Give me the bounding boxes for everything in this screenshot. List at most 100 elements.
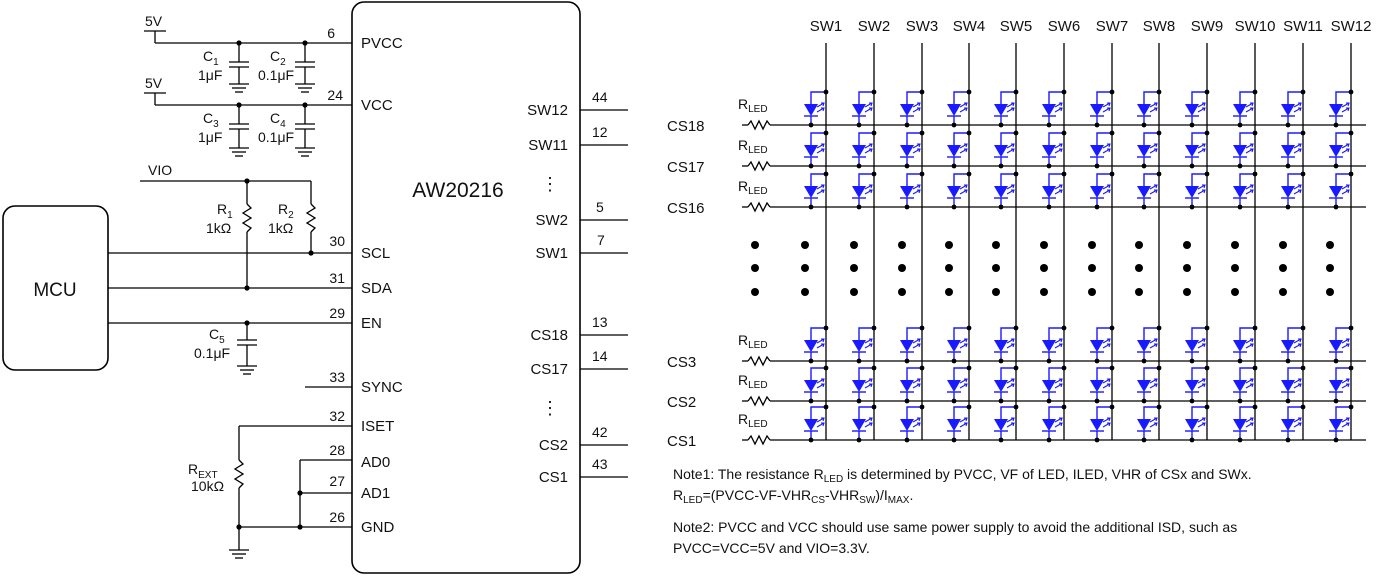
ellipsis-dot — [1135, 288, 1143, 296]
capacitor-c5 — [237, 320, 257, 375]
chip-name: AW20216 — [412, 179, 503, 202]
led-cs16-sw9 — [1185, 171, 1210, 210]
led-cs16-sw2 — [852, 171, 877, 210]
led-cs16-sw12 — [1329, 171, 1354, 210]
r1-ref: R1 — [217, 201, 233, 221]
ellipsis-dot — [945, 264, 953, 272]
led-cs18-sw1 — [804, 89, 829, 128]
mcu-label: MCU — [33, 280, 76, 301]
rled-resistor-cs17 — [747, 160, 771, 172]
pin-num-sw1: 7 — [597, 232, 605, 248]
cs-label-cs18: CS18 — [667, 118, 705, 135]
pin-name-sync: SYNC — [361, 379, 403, 396]
ellipsis-dot — [1326, 264, 1334, 272]
led-cs2-sw5 — [994, 365, 1019, 404]
r2-value: 1kΩ — [268, 220, 293, 236]
ellipsis-dot — [1279, 288, 1287, 296]
ellipsis-dot — [1183, 288, 1191, 296]
supply-vio: VIO — [148, 162, 172, 178]
ellipsis-cs: ⋮ — [541, 398, 559, 418]
left-pins: 6 PVCC 24 VCC 30 SCL 31 SDA 29 EN 33 SYN… — [305, 25, 403, 536]
led-cs3-sw4 — [947, 325, 972, 364]
led-cs16-sw8 — [1137, 171, 1162, 210]
note2-line2: PVCC=VCC=5V and VIO=3.3V. — [673, 540, 870, 556]
led-cs3-sw3 — [900, 325, 925, 364]
cs-label-cs3: CS3 — [667, 354, 696, 371]
led-cs3-sw10 — [1233, 325, 1258, 364]
resistor-rext — [233, 459, 245, 489]
note2-line1: Note2: PVCC and VCC should use same powe… — [673, 519, 1237, 535]
led-cs1-sw5 — [994, 404, 1019, 443]
sw-label-7: SW7 — [1096, 18, 1129, 35]
pin-name-sw1: SW1 — [535, 245, 568, 262]
c5-value: 0.1μF — [194, 345, 230, 361]
ellipsis-dot — [1279, 264, 1287, 272]
ellipsis-dot — [1088, 264, 1096, 272]
sw-label-3: SW3 — [906, 18, 939, 35]
ellipsis-dot — [1040, 264, 1048, 272]
led-cs1-sw4 — [947, 404, 972, 443]
i2c-network: VIO R1 1kΩ R2 1kΩ — [108, 162, 352, 375]
rled-label-cs1: RLED — [738, 411, 768, 430]
ellipsis-dot — [1040, 241, 1048, 249]
led-cs2-sw7 — [1090, 365, 1115, 404]
led-cs1-sw9 — [1185, 404, 1210, 443]
sw-label-5: SW5 — [1000, 18, 1033, 35]
led-cs2-sw3 — [900, 365, 925, 404]
rled-resistor-cs1 — [747, 434, 771, 446]
led-cs18-sw12 — [1329, 89, 1354, 128]
led-cs16-sw4 — [947, 171, 972, 210]
pin-num-cs2: 42 — [592, 424, 608, 440]
c3-ref: C3 — [203, 110, 219, 130]
led-cs17-sw7 — [1090, 130, 1115, 169]
right-pins: 44 SW12 12 SW11 ⋮ 5 SW2 7 SW1 13 CS18 14… — [527, 89, 628, 486]
led-cs17-sw11 — [1281, 130, 1306, 169]
ellipsis-dot — [1135, 264, 1143, 272]
led-cs3-sw9 — [1185, 325, 1210, 364]
rled-resistor-cs18 — [747, 119, 771, 131]
pin-num-iset: 32 — [329, 408, 345, 424]
ellipsis-dot — [992, 264, 1000, 272]
led-cs1-sw1 — [804, 404, 829, 443]
led-cs16-sw7 — [1090, 171, 1115, 210]
led-cs18-sw5 — [994, 89, 1019, 128]
c5-ref: C5 — [209, 326, 225, 346]
rled-label-cs2: RLED — [738, 372, 768, 391]
pin-name-ad1: AD1 — [361, 485, 390, 502]
sw-label-10: SW10 — [1235, 18, 1276, 35]
ellipsis-dot — [1279, 241, 1287, 249]
note1-line1: Note1: The resistance RLED is determined… — [673, 466, 1252, 485]
cs-label-cs2: CS2 — [667, 394, 696, 411]
capacitor-c4 — [295, 102, 315, 157]
ellipsis-dot — [1088, 241, 1096, 249]
ellipsis-dot — [1231, 241, 1239, 249]
resistor-r1 — [241, 178, 253, 291]
pin-name-sw11: SW11 — [528, 137, 568, 154]
pin-name-pvcc: PVCC — [361, 35, 403, 52]
led-cs3-sw8 — [1137, 325, 1162, 364]
c1-value: 1μF — [198, 67, 222, 83]
ellipsis-dot — [850, 264, 858, 272]
supply-5v-top: 5V — [145, 13, 163, 29]
led-cs16-sw3 — [900, 171, 925, 210]
led-cs18-sw10 — [1233, 89, 1258, 128]
led-cs17-sw9 — [1185, 130, 1210, 169]
pin-name-sda: SDA — [361, 280, 392, 297]
led-cs17-sw8 — [1137, 130, 1162, 169]
pin-name-scl: SCL — [361, 245, 390, 262]
sw-label-2: SW2 — [858, 18, 891, 35]
pin-num-sw2: 5 — [596, 199, 604, 215]
led-cs2-sw4 — [947, 365, 972, 404]
led-cs2-sw6 — [1042, 365, 1067, 404]
ellipsis-sw: ⋮ — [541, 174, 559, 194]
ellipsis-dot — [801, 288, 809, 296]
pin-num-sda: 31 — [329, 270, 345, 286]
led-cs17-sw2 — [852, 130, 877, 169]
rled-resistor-cs16 — [747, 201, 771, 213]
pin-num-cs17: 14 — [592, 348, 608, 364]
led-cs3-sw12 — [1329, 325, 1354, 364]
led-cs17-sw3 — [900, 130, 925, 169]
ellipsis-dot — [1135, 241, 1143, 249]
led-cs1-sw2 — [852, 404, 877, 443]
